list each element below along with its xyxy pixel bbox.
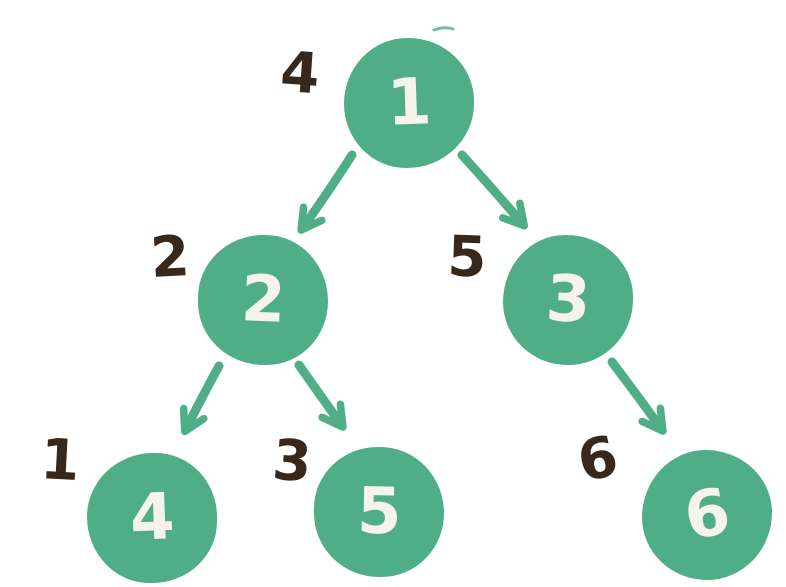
edge-2-to-4-arrow <box>179 361 224 436</box>
edge-3-to-6-arrow <box>607 357 667 435</box>
order-label-node-5: 3 <box>270 427 314 496</box>
edge-1-to-3-arrow <box>457 150 528 230</box>
tree-node-4: 4 <box>87 453 217 583</box>
node-5-value: 5 <box>356 474 402 550</box>
tree-node-6: 6 <box>642 450 772 580</box>
order-label-node-1: 4 <box>278 39 322 108</box>
tree-node-1: 1 <box>344 38 474 168</box>
order-label-node-6: 6 <box>572 423 624 496</box>
tree-node-3: 3 <box>503 235 633 365</box>
node-4-value: 4 <box>128 480 176 556</box>
order-label-node-4: 1 <box>38 427 82 494</box>
order-label-node-2: 2 <box>148 224 192 291</box>
node-1-value: 1 <box>385 65 433 141</box>
stray-mark <box>432 26 455 32</box>
node-6-value: 6 <box>678 474 736 556</box>
tree-node-5: 5 <box>314 447 444 577</box>
edge-1-to-2-arrow <box>297 150 357 234</box>
order-label-node-3: 5 <box>446 224 488 291</box>
tree-node-2: 2 <box>198 235 328 365</box>
node-3-value: 3 <box>543 261 593 339</box>
edge-2-to-5-arrow <box>294 360 347 431</box>
node-2-value: 2 <box>239 262 287 338</box>
